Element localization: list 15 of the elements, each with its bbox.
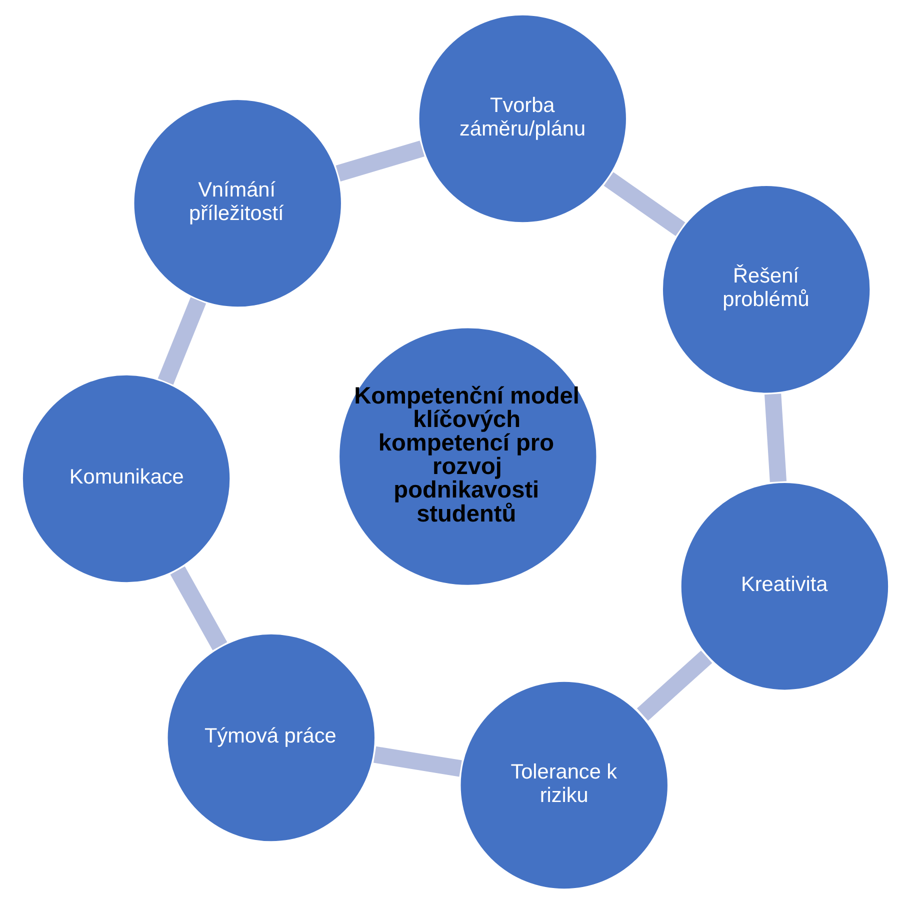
node-circle: Tvorba záměru/plánu (416, 12, 629, 225)
node-circle: Tolerance k riziku (458, 679, 670, 892)
node-circle: Komunikace (20, 372, 232, 585)
connector (158, 297, 206, 385)
node-circle: Kompetenční model klíčových kompetencí pro rozvoj podnikavosti studentů (336, 326, 599, 588)
node-circle: Řešení problémů (660, 183, 872, 396)
connector (604, 172, 686, 236)
connector (170, 566, 228, 650)
connector (764, 394, 787, 482)
node-circle: Týmová práce (165, 632, 378, 844)
connector (336, 140, 424, 182)
connector (636, 650, 712, 721)
connector (374, 746, 462, 777)
node-circle: Kreativita (678, 480, 891, 692)
node-circle: Vnímání příležitostí (131, 97, 344, 310)
